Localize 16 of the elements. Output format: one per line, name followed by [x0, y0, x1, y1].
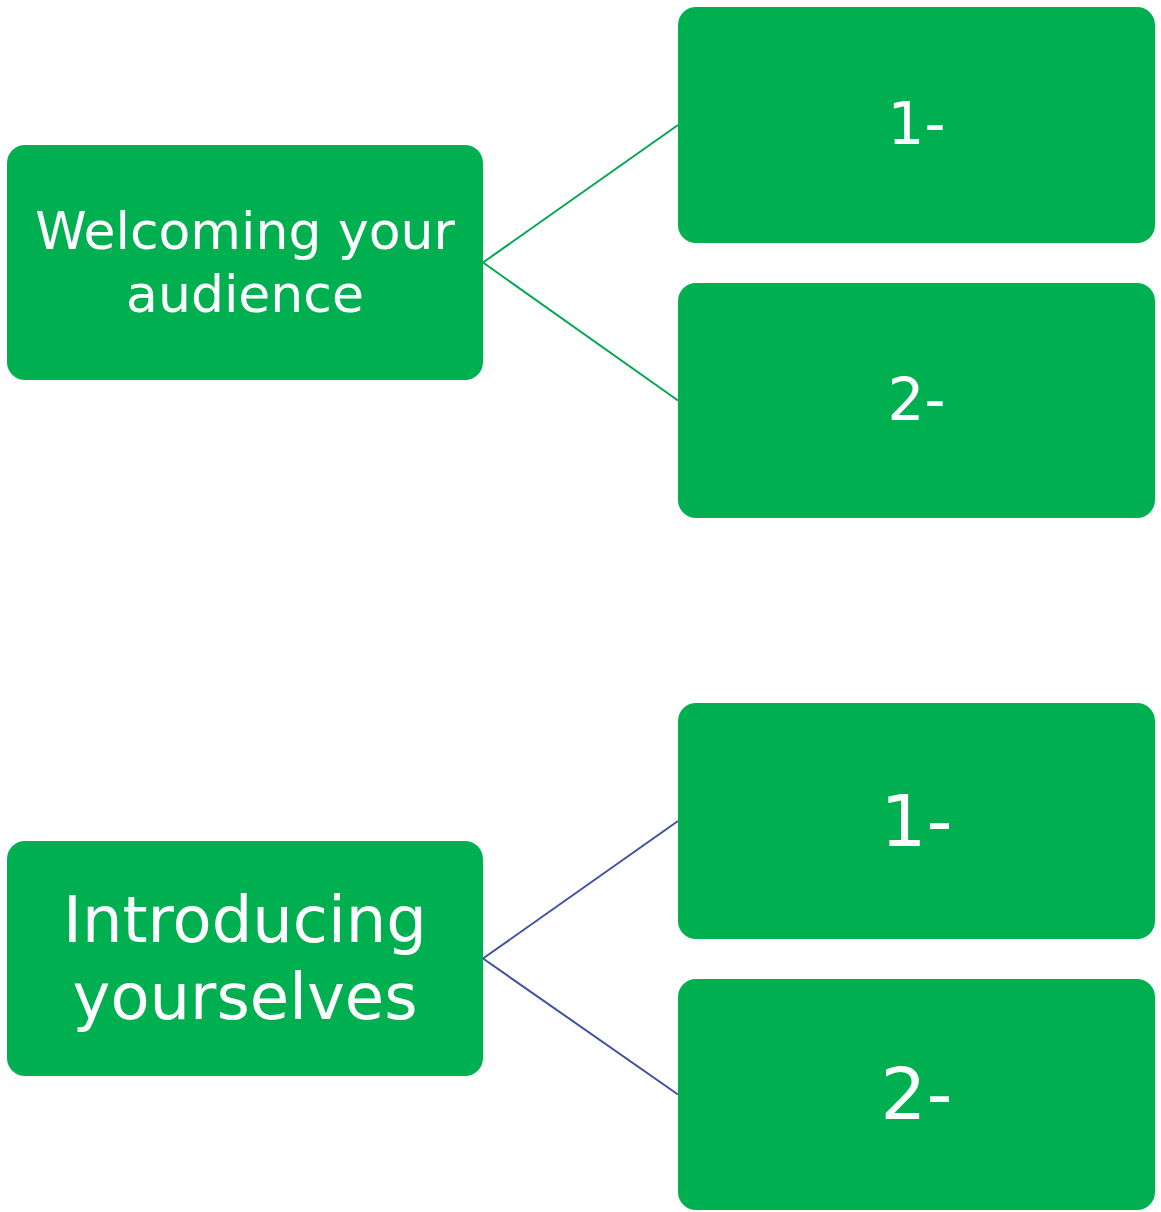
connector-line [482, 124, 679, 264]
box-label: Welcoming your audience [34, 200, 456, 325]
connector-line [482, 820, 679, 960]
process-box [7, 841, 483, 1076]
box-label: Introducing yourselves [62, 881, 428, 1036]
box-label: 1- [887, 90, 946, 160]
box-label: 2- [880, 1051, 953, 1138]
process-box [678, 979, 1155, 1210]
process-box [678, 283, 1155, 518]
box-label: 2- [887, 365, 946, 436]
process-box [7, 145, 483, 380]
connector-line [482, 261, 679, 402]
process-box [678, 703, 1155, 939]
process-box [678, 7, 1155, 243]
box-label: 1- [880, 777, 953, 865]
connector-line [482, 957, 679, 1096]
